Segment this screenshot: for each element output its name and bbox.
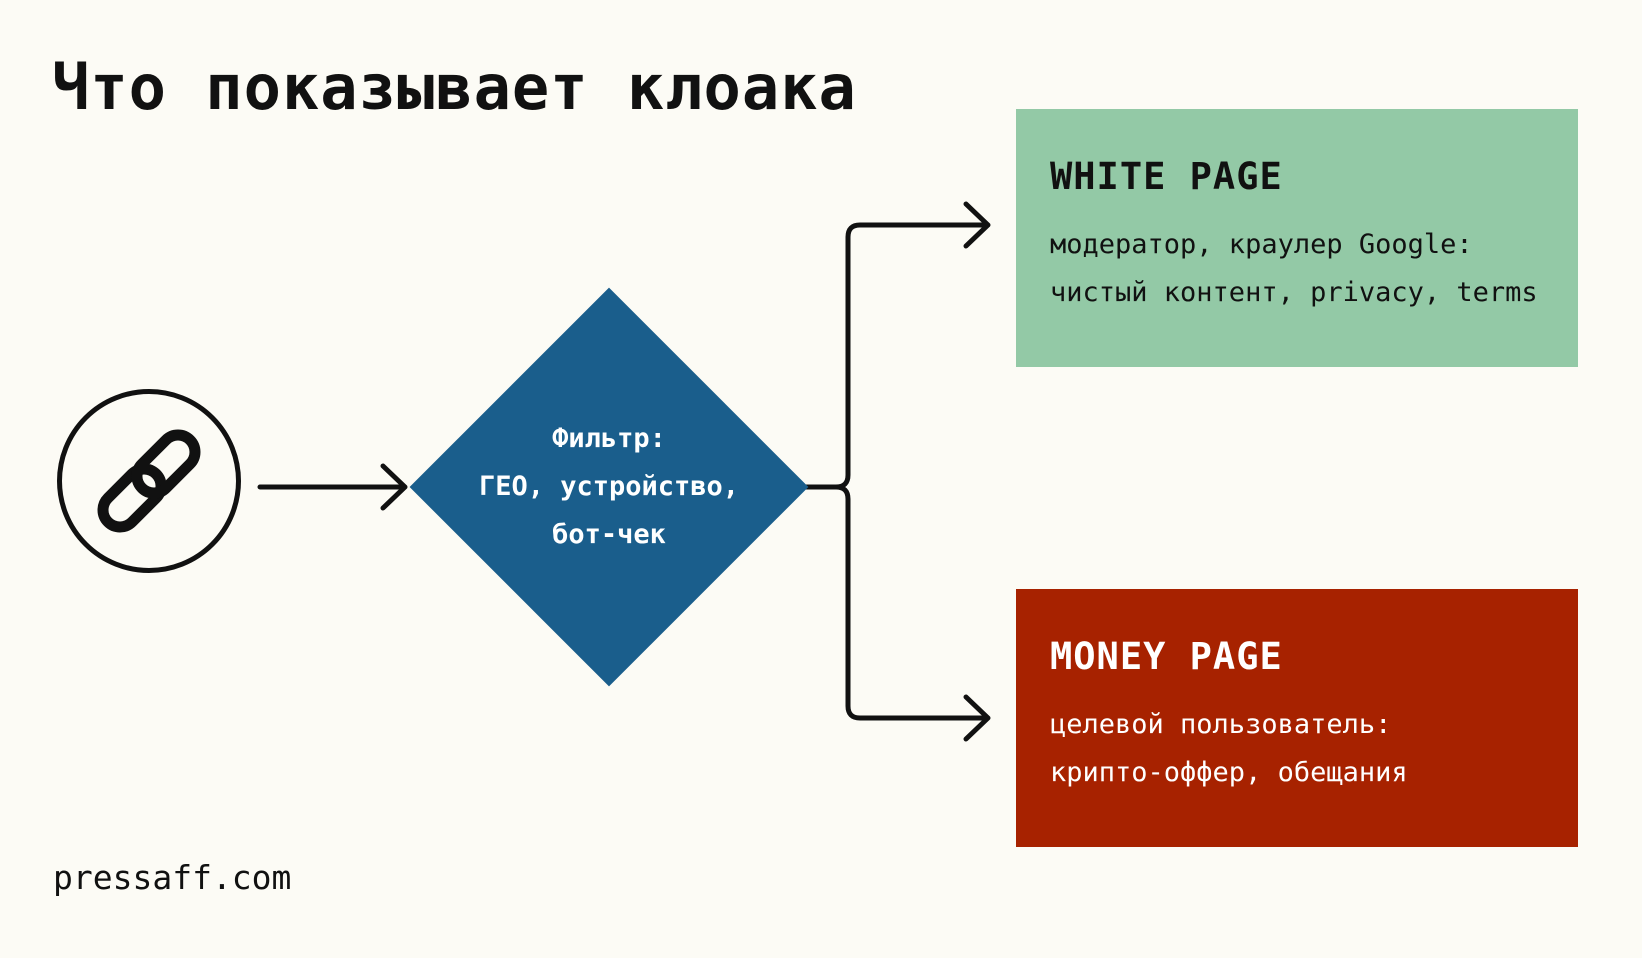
filter-label: Фильтр: ГЕО, устройство, бот-чек [459,415,759,559]
filter-line: ГЕО, устройство, [478,471,740,502]
filter-line: Фильтр: [552,423,666,454]
filter-line: бот-чек [552,519,666,550]
money-page-line: целевой пользователь: [1050,709,1392,740]
money-page-line: крипто-оффер, обещания [1050,757,1408,788]
split-connector [787,201,991,490]
arrow-to-money-page [833,484,991,742]
white-page-description: модератор, краулер Google: чистый контен… [1050,221,1578,317]
money-page-description: целевой пользователь: крипто-оффер, обещ… [1050,701,1578,797]
source-watermark: pressaff.com [53,858,292,897]
white-page-line: чистый контент, privacy, terms [1050,277,1538,308]
white-page-line: модератор, краулер Google: [1050,229,1473,260]
white-page-box: WHITE PAGE модератор, краулер Google: чи… [1016,109,1578,367]
diagram-title: Что показывает клоака [52,51,857,124]
money-page-box: MONEY PAGE целевой пользователь: крипто-… [1016,589,1578,847]
money-page-title: MONEY PAGE [1050,635,1283,678]
link-icon [97,429,201,533]
source-link-node [57,389,241,573]
arrow-to-filter [257,463,408,511]
white-page-title: WHITE PAGE [1050,155,1283,198]
